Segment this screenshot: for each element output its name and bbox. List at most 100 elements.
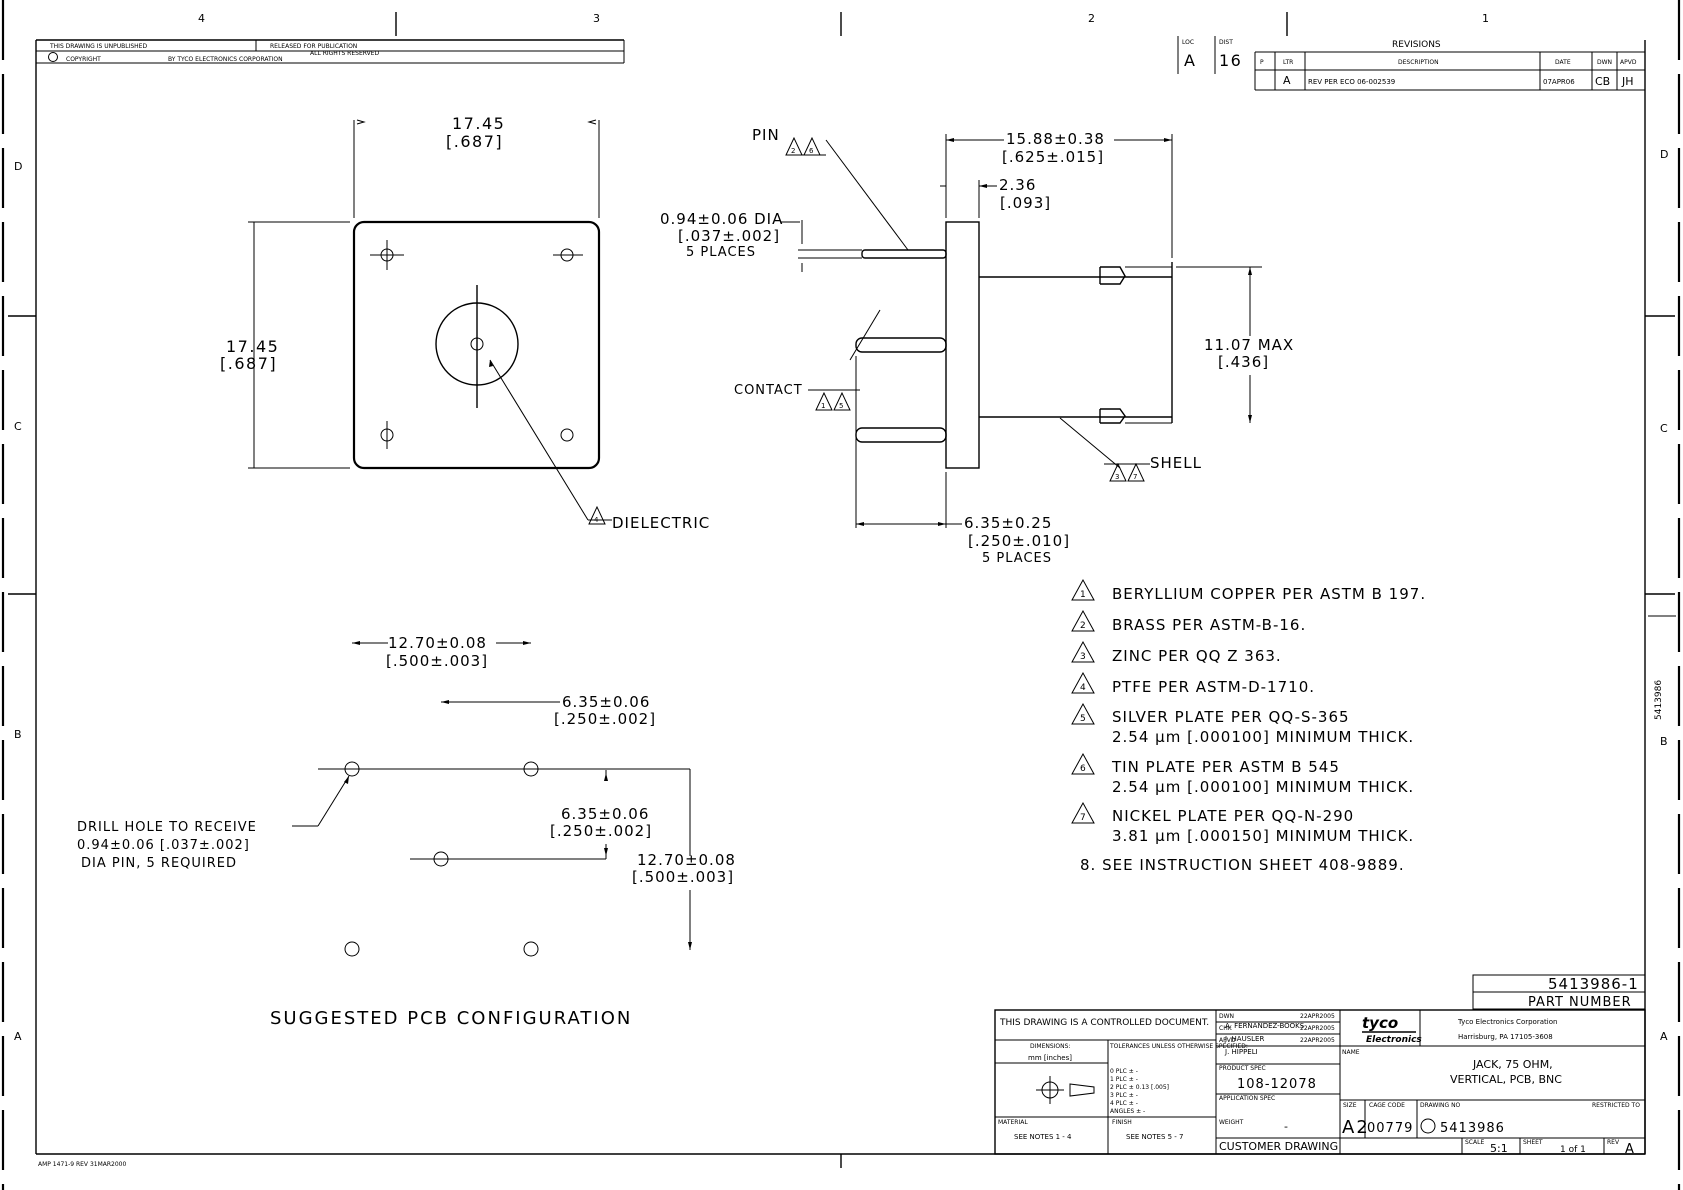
pin-dia-mm: 0.94±0.06 DIA <box>660 210 783 228</box>
overall-length-mm: 15.88±0.38 <box>1006 130 1105 148</box>
max-height-mm: 11.07 MAX <box>1204 336 1294 354</box>
top-view-width-mm: 17.45 <box>452 114 505 133</box>
rev-dwn-value: CB <box>1595 75 1610 88</box>
zone-label-left-B: B <box>14 728 22 741</box>
sheet-value: 1 of 1 <box>1560 1145 1586 1155</box>
note-number: 7 <box>1080 813 1086 823</box>
pcb-spacing-in: [.500±.003] <box>386 652 488 670</box>
rev-apvd-value: JH <box>1621 75 1634 88</box>
note-text: 2.54 μm [.000100] MINIMUM THICK. <box>1112 728 1414 746</box>
part-number-label: PART NUMBER <box>1528 995 1632 1010</box>
dwn-name: A. FERNANDEZ-BOOKS <box>1225 1022 1305 1030</box>
part-number-value: 5413986-1 <box>1548 975 1639 993</box>
rev-ltr-value: A <box>1283 74 1291 87</box>
pcb-half2-mm: 6.35±0.06 <box>561 805 649 823</box>
revisions-title: REVISIONS <box>1392 40 1441 50</box>
appr-name: J. HIPPELI <box>1224 1048 1258 1056</box>
chk-date: 22APR2005 <box>1300 1025 1335 1032</box>
zone-label-left-D: D <box>14 160 22 173</box>
flange-thickness-mm: 2.36 <box>999 176 1036 194</box>
pin-length-in: [.250±.010] <box>968 532 1070 550</box>
note-item: 1 BERYLLIUM COPPER PER ASTM B 197. <box>1071 578 1425 603</box>
contact-note-a: 1 <box>821 402 825 410</box>
top-view-height-in: [.687] <box>220 354 277 373</box>
note-number: 4 <box>1080 683 1086 693</box>
zone-label-top-4: 4 <box>198 12 205 25</box>
cage-code-value: 00779 <box>1367 1121 1413 1136</box>
rev-apvd-label: APVD <box>1620 59 1637 66</box>
rev-loc-label: LOC <box>1182 39 1194 46</box>
scale-label: SCALE <box>1465 1139 1484 1146</box>
title-block <box>994 974 1646 1155</box>
material-label: MATERIAL <box>998 1119 1028 1126</box>
shell-note-a: 3 <box>1115 473 1119 481</box>
sheet-label: SHEET <box>1523 1139 1543 1146</box>
customer-drawing-label: CUSTOMER DRAWING <box>1219 1140 1338 1153</box>
note-text: ZINC PER QQ Z 363. <box>1112 647 1282 665</box>
rev-p-label: P <box>1260 59 1264 66</box>
name-label: NAME <box>1342 1049 1360 1056</box>
product-spec-label: PRODUCT SPEC <box>1219 1065 1266 1072</box>
pin-note-a: 2 <box>791 147 795 155</box>
appr-date: 22APR2005 <box>1300 1037 1335 1044</box>
note-8: 8. SEE INSTRUCTION SHEET 408-9889. <box>1080 856 1405 874</box>
pcb-spacing-mm: 12.70±0.08 <box>388 634 487 652</box>
dimensions-label: DIMENSIONS: <box>1030 1043 1070 1050</box>
pcb-half-in: [.250±.002] <box>554 710 656 728</box>
max-height-in: [.436] <box>1218 353 1269 371</box>
pin-length-places: 5 PLACES <box>982 551 1052 566</box>
pcb-vert-in: [.500±.003] <box>632 868 734 886</box>
zone-label-top-2: 2 <box>1088 12 1095 25</box>
note-item: 6 TIN PLATE PER ASTM B 545 2.54 μm [.000… <box>1071 752 1414 796</box>
pin-dia-places: 5 PLACES <box>686 245 756 260</box>
note-text: BRASS PER ASTM-B-16. <box>1112 616 1306 634</box>
pcb-vert-mm: 12.70±0.08 <box>637 851 736 869</box>
pcb-config-title: SUGGESTED PCB CONFIGURATION <box>270 1008 632 1029</box>
tol-row-5: ANGLES ± - <box>1110 1108 1145 1115</box>
dimensions-value: mm [inches] <box>1028 1054 1072 1062</box>
rev-dwn-label: DWN <box>1597 59 1612 66</box>
pin-note-b: 6 <box>809 147 814 155</box>
tol-row-2: 2 PLC ± 0.13 [.005] <box>1110 1084 1169 1091</box>
zone-label-right-D: D <box>1660 148 1668 161</box>
company-name: Tyco Electronics Corporation <box>1457 1018 1557 1026</box>
note-item: 2 BRASS PER ASTM-B-16. <box>1071 609 1306 634</box>
note-number: 6 <box>1080 764 1086 774</box>
tol-row-3: 3 PLC ± - <box>1110 1092 1138 1099</box>
scale-value: 5:1 <box>1490 1142 1508 1155</box>
note-number: 3 <box>1080 652 1086 662</box>
drawing-no-value: 5413986 <box>1440 1121 1505 1136</box>
note-number: 2 <box>1080 621 1086 631</box>
note-item: 7 NICKEL PLATE PER QQ-N-290 3.81 μm [.00… <box>1071 801 1413 845</box>
contact-label: CONTACT <box>734 383 803 398</box>
size-value: A2 <box>1342 1117 1370 1138</box>
rev-value: A <box>1625 1142 1635 1157</box>
product-spec-value: 108-12078 <box>1237 1077 1317 1092</box>
note-text: NICKEL PLATE PER QQ-N-290 <box>1112 807 1354 825</box>
finish-label: FINISH <box>1112 1119 1132 1126</box>
unpublished-text: THIS DRAWING IS UNPUBLISHED <box>49 43 147 50</box>
dielectric-label: DIELECTRIC <box>612 514 710 532</box>
controlled-document-text: THIS DRAWING IS A CONTROLLED DOCUMENT. <box>999 1018 1209 1028</box>
overall-length-in: [.625±.015] <box>1002 148 1104 166</box>
pcb-half2-in: [.250±.002] <box>550 822 652 840</box>
drawing-no-label: DRAWING NO <box>1420 1102 1461 1109</box>
zone-label-right-A: A <box>1660 1030 1668 1043</box>
appr-label: APVD <box>1219 1037 1236 1044</box>
tyco-logo-top: tyco <box>1362 1014 1398 1032</box>
top-view-width-in: [.687] <box>446 132 503 151</box>
pin-dia-in: [.037±.002] <box>678 227 780 245</box>
note-text: 2.54 μm [.000100] MINIMUM THICK. <box>1112 778 1414 796</box>
note-text: PTFE PER ASTM-D-1710. <box>1112 678 1315 696</box>
note-number: 1 <box>1080 590 1086 600</box>
material-value: SEE NOTES 1 - 4 <box>1014 1133 1072 1141</box>
size-label: SIZE <box>1343 1102 1357 1109</box>
rev-description-value: REV PER ECO 06-002539 <box>1308 78 1395 86</box>
company-city: Harrisburg, PA 17105-3608 <box>1458 1033 1553 1041</box>
tolerances-label: TOLERANCES UNLESS OTHERWISE SPECIFIED: <box>1109 1043 1248 1050</box>
note-item: 5 SILVER PLATE PER QQ-S-365 2.54 μm [.00… <box>1071 702 1414 746</box>
note-text: SILVER PLATE PER QQ-S-365 <box>1112 708 1350 726</box>
tol-row-0: 0 PLC ± - <box>1110 1068 1138 1075</box>
